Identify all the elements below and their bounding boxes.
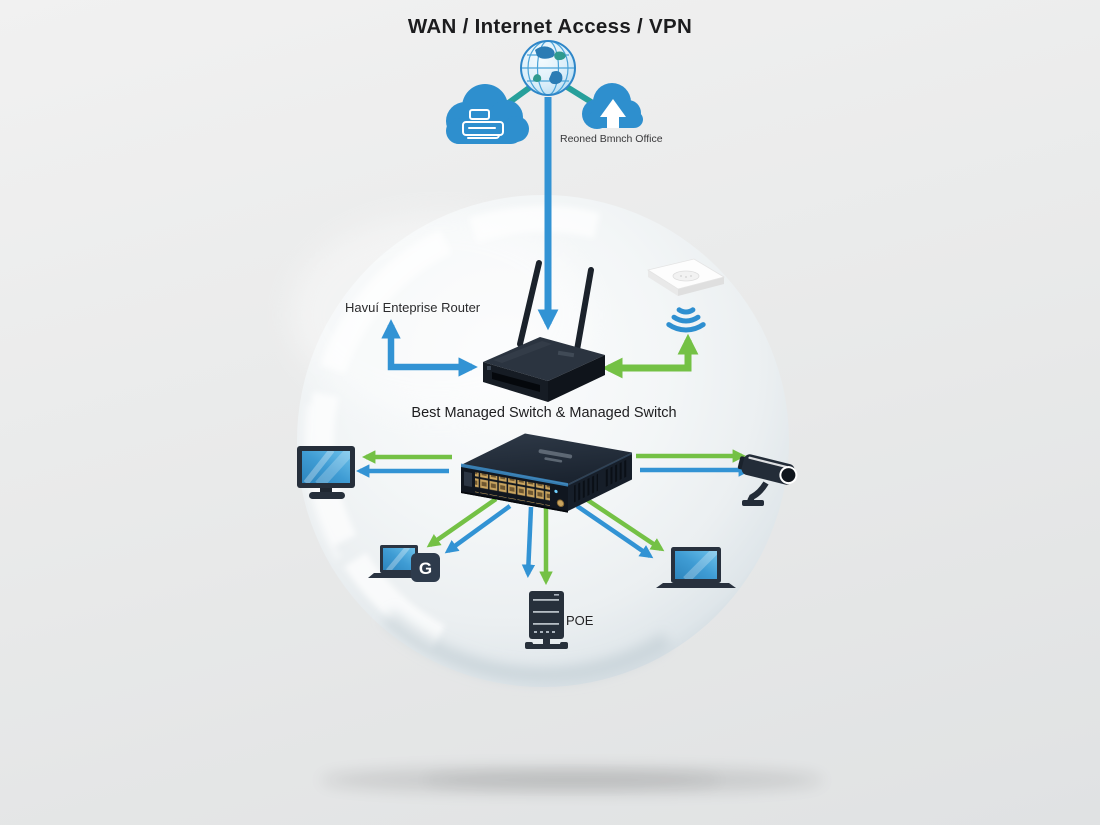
- router-label-connector-arrow: [381, 319, 478, 377]
- router-antenna-right: [574, 267, 594, 353]
- wifi-waves-icon: [666, 307, 706, 333]
- laptop-left-icon: G: [368, 545, 440, 582]
- g-logo-badge-label: G: [419, 559, 432, 578]
- switch-brand-mark: [538, 449, 573, 463]
- upload-arrow-glyph: [600, 99, 626, 128]
- cctv-camera-icon: [737, 454, 798, 506]
- switch-front-face: [461, 463, 568, 513]
- poe-label: POE: [566, 613, 594, 628]
- laptop-right-icon: [656, 547, 736, 588]
- vent-grille: [604, 458, 628, 488]
- ethernet-ports: [475, 472, 550, 506]
- vent-grille: [574, 473, 598, 503]
- branch-office-label: Reoned Bmnch Office: [560, 133, 663, 145]
- router-antenna-left: [517, 260, 542, 347]
- router-ap-connector-arrow: [601, 333, 699, 379]
- g-logo-badge: G: [411, 553, 440, 582]
- switch-icon: [461, 433, 632, 513]
- camera-mount-arm: [747, 481, 769, 503]
- switch-to-laptop-right-arrow-green: [584, 497, 665, 552]
- status-led: [554, 489, 558, 494]
- screen-reflection: [303, 451, 350, 483]
- sphere-edge-highlight: [303, 200, 784, 681]
- router-label: Havuí Enteprise Router: [345, 300, 481, 315]
- switch-to-laptop-right-arrow-blue: [575, 504, 654, 559]
- blue-arrows: [355, 97, 753, 579]
- router-icon: [483, 260, 605, 402]
- green-arrows: [361, 333, 747, 586]
- grounding-post: [556, 499, 565, 508]
- poe-server-icon: [525, 591, 568, 649]
- ceiling-access-point-icon: [646, 258, 726, 296]
- cloud-print-server-icon: [446, 84, 529, 144]
- sphere-window-reflection-arc: [307, 205, 778, 676]
- switch-to-laptop-left-arrow-green: [426, 497, 498, 548]
- print-server-glyph: [462, 109, 504, 139]
- sphere-floor-shadow-core: [422, 772, 722, 788]
- sphere-bottom-rim-shade: [301, 199, 785, 683]
- switch-to-poe-arrow-blue: [521, 506, 536, 579]
- monitor-icon: [297, 446, 355, 499]
- diagram-title: WAN / Internet Access / VPN: [408, 15, 692, 38]
- camera-lens: [779, 466, 798, 485]
- switch-side-face: [568, 452, 632, 511]
- globe-icon: [520, 40, 576, 96]
- switch-to-laptop-left-arrow-blue: [444, 504, 512, 554]
- wan-cluster: Reoned Bmnch Office: [446, 40, 663, 145]
- cloud-upload-icon: [582, 83, 643, 129]
- switch-label: Best Managed Switch & Managed Switch: [411, 405, 676, 421]
